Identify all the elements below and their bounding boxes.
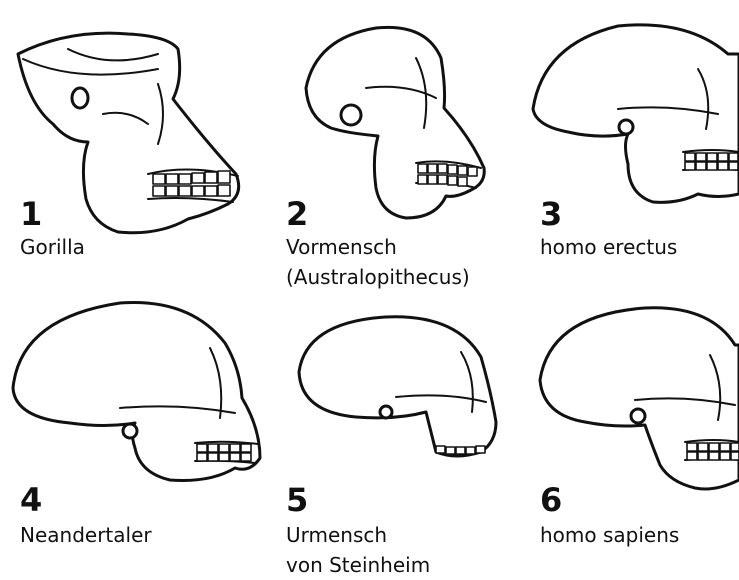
item-name: Gorilla [20,232,85,262]
item-name: Neandertaler [20,520,152,550]
item-name: homo erectus [540,232,677,262]
item-name-line2: von Steinheim [286,550,430,580]
item-label-urmensch: Urmensch von Steinheim [286,520,430,580]
item-number: 6 [540,484,562,516]
item-name-line2: (Australopithecus) [286,262,470,292]
australopithecus-skull-drawing [296,18,496,228]
steinheim-skull-drawing [296,312,501,462]
homo-sapiens-skull-drawing [535,300,739,495]
neandertaler-skull-drawing [10,298,265,488]
item-label-neandertaler: Neandertaler [20,520,152,550]
item-number: 5 [286,484,308,516]
item-number: 2 [286,198,308,230]
item-name: homo sapiens [540,520,679,550]
item-label-gorilla: Gorilla [20,232,85,262]
item-number: 1 [20,198,42,230]
item-number: 3 [540,198,562,230]
gorilla-skull-drawing [8,24,248,239]
item-label-homo-erectus: homo erectus [540,232,677,262]
item-name: Vormensch [286,232,470,262]
item-label-vormensch: Vormensch (Australopithecus) [286,232,470,292]
homo-erectus-skull-drawing [528,14,739,214]
item-name: Urmensch [286,520,430,550]
item-label-homo-sapiens: homo sapiens [540,520,679,550]
item-number: 4 [20,484,42,516]
